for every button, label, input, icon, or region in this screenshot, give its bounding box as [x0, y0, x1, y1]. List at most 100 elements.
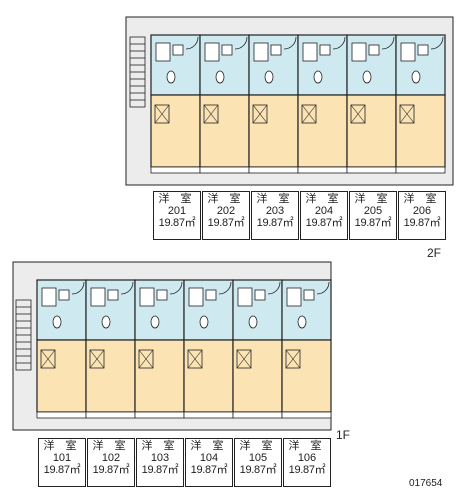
- living-room: [346, 94, 397, 168]
- room-type: 洋 室: [354, 193, 392, 205]
- closet: [89, 349, 105, 369]
- unit-outline: [232, 279, 283, 419]
- washbasin: [368, 44, 380, 56]
- room-area: 19.87㎡: [43, 464, 81, 476]
- room-type: 洋 室: [92, 440, 130, 452]
- balcony: [150, 166, 201, 174]
- closet: [203, 104, 219, 124]
- plan-code: 017654: [409, 478, 443, 489]
- washbasin: [417, 44, 429, 56]
- unit-outline: [150, 34, 201, 174]
- staircase-2f: [129, 36, 146, 108]
- living-room: [199, 94, 250, 168]
- unit-outline: [183, 279, 234, 419]
- bathtub: [400, 42, 416, 62]
- bathtub: [286, 287, 302, 307]
- room-number: 101: [52, 452, 72, 464]
- floor-label-2f: 2F: [427, 246, 442, 260]
- toilet: [199, 315, 209, 329]
- units-2f: [150, 34, 446, 174]
- room-type: 洋 室: [43, 440, 81, 452]
- toilet: [248, 315, 258, 329]
- bathtub: [302, 42, 318, 62]
- room-number: 205: [363, 205, 383, 217]
- room-area: 19.87㎡: [288, 464, 326, 476]
- bathtub: [204, 42, 220, 62]
- balcony: [395, 166, 446, 174]
- living-room: [297, 94, 348, 168]
- toilet: [101, 315, 111, 329]
- living-room: [85, 339, 136, 413]
- living-room: [395, 94, 446, 168]
- door-swing: [71, 281, 85, 295]
- room-type: 洋 室: [239, 440, 277, 452]
- room-type: 洋 室: [141, 440, 179, 452]
- closet: [40, 349, 56, 369]
- living-room: [248, 94, 299, 168]
- room-area: 19.87㎡: [92, 464, 130, 476]
- closet: [138, 349, 154, 369]
- living-room: [134, 339, 185, 413]
- balcony: [199, 166, 250, 174]
- room-type: 洋 室: [190, 440, 228, 452]
- room-type: 洋 室: [305, 193, 343, 205]
- unit-outline: [281, 279, 332, 419]
- door-swing: [120, 281, 134, 295]
- room-number: 105: [248, 452, 268, 464]
- washbasin: [319, 44, 331, 56]
- room-number: 201: [167, 205, 187, 217]
- toilet: [150, 315, 160, 329]
- washbasin: [58, 289, 70, 301]
- unit-outline: [346, 34, 397, 174]
- closet: [154, 104, 170, 124]
- washbasin: [156, 289, 168, 301]
- bathtub: [155, 42, 171, 62]
- closet: [252, 104, 268, 124]
- bathtub: [351, 42, 367, 62]
- closet: [285, 349, 301, 369]
- closet-mark: [252, 104, 268, 124]
- unit-outline: [297, 34, 348, 174]
- balcony: [134, 411, 185, 419]
- bathtub: [41, 287, 57, 307]
- toilet: [313, 70, 323, 84]
- bathtub: [237, 287, 253, 307]
- balcony: [85, 411, 136, 419]
- room-area: 19.87㎡: [403, 217, 441, 229]
- unit-outline: [85, 279, 136, 419]
- door-swing: [185, 36, 199, 50]
- toilet: [297, 315, 307, 329]
- room-area: 19.87㎡: [305, 217, 343, 229]
- unit-outline: [395, 34, 446, 174]
- closet-mark: [350, 104, 366, 124]
- room-type: 洋 室: [288, 440, 326, 452]
- room-number: 202: [216, 205, 236, 217]
- living-room: [281, 339, 332, 413]
- closet-mark: [89, 349, 105, 369]
- door-swing: [430, 36, 444, 50]
- room-area: 19.87㎡: [207, 217, 245, 229]
- balcony: [36, 411, 87, 419]
- door-swing: [332, 36, 346, 50]
- toilet: [166, 70, 176, 84]
- room-number: 104: [199, 452, 219, 464]
- living-room: [232, 339, 283, 413]
- room-number: 204: [314, 205, 334, 217]
- toilet: [362, 70, 372, 84]
- closet-mark: [399, 104, 415, 124]
- toilet: [264, 70, 274, 84]
- balcony: [248, 166, 299, 174]
- room-area: 19.87㎡: [158, 217, 196, 229]
- closet-mark: [203, 104, 219, 124]
- balcony: [346, 166, 397, 174]
